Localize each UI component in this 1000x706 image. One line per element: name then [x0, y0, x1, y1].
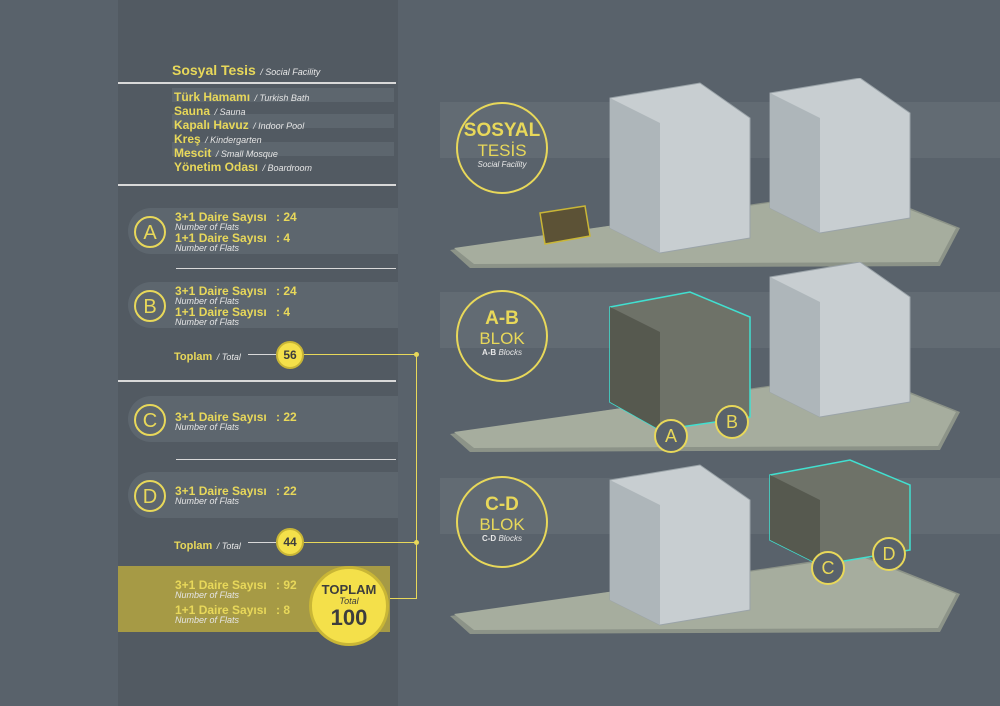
facility-item: Sauna / Sauna — [174, 104, 246, 118]
marker-b: B — [715, 405, 749, 439]
block-b-row1-label: 3+1 Daire Sayısı — [175, 284, 267, 298]
block-b-row1-sub: Number of Flats — [175, 296, 240, 306]
block-b-row2-value: : 4 — [276, 305, 291, 319]
block-b-row1-value: : 24 — [276, 284, 297, 298]
marker-c: C — [811, 551, 845, 585]
block-b-row2-label: 1+1 Daire Sayısı — [175, 305, 267, 319]
connector-vertical — [416, 354, 417, 598]
facility-row-bg — [172, 114, 394, 128]
subtotal-cd-value: 44 — [276, 528, 304, 556]
total-badge-sub: Total — [339, 596, 359, 606]
block-c-band — [128, 396, 398, 442]
total-row2-sub: Number of Flats — [175, 615, 240, 625]
site-render-ab — [450, 262, 960, 452]
block-d-band — [128, 472, 398, 518]
connector — [304, 542, 416, 543]
total-row1-label: 3+1 Daire Sayısı — [175, 578, 267, 592]
total-badge-title: TOPLAM — [321, 582, 377, 597]
connector — [386, 598, 417, 599]
block-c-row1-value: : 22 — [276, 410, 297, 424]
block-a-row2-label: 1+1 Daire Sayısı — [175, 231, 267, 245]
site-render-cd — [450, 459, 960, 634]
block-c-row1-label: 3+1 Daire Sayısı — [175, 410, 267, 424]
facility-item: Türk Hamamı / Turkish Bath — [174, 90, 310, 104]
block-a-row2-sub: Number of Flats — [175, 243, 240, 253]
block-a-row2-value: : 4 — [276, 231, 291, 245]
total-row1-value: : 92 — [276, 578, 297, 592]
marker-d: D — [872, 537, 906, 571]
block-b-row2-sub: Number of Flats — [175, 317, 240, 327]
panel-cd-circle: C-D BLOK C-D Blocks — [456, 476, 548, 568]
block-b-band — [128, 282, 398, 328]
block-a-row1-sub: Number of Flats — [175, 222, 240, 232]
total-row2-label: 1+1 Daire Sayısı — [175, 603, 267, 617]
block-a-band — [128, 208, 398, 254]
facility-item: Mescit / Small Mosque — [174, 146, 278, 160]
subtotal-ab-label: Toplam / Total — [174, 351, 241, 363]
total-row1-sub: Number of Flats — [175, 590, 240, 600]
panel-social-circle: SOSYAL TESİS Social Facility — [456, 102, 548, 194]
divider — [118, 184, 396, 186]
total-row2-value: : 8 — [276, 603, 291, 617]
facility-item: Yönetim Odası / Boardroom — [174, 160, 313, 174]
block-c-badge: C — [134, 404, 166, 436]
divider — [118, 82, 396, 84]
connector — [248, 542, 276, 543]
facility-row-bg — [172, 142, 394, 156]
facility-row-bg — [172, 88, 394, 102]
block-a-badge: A — [134, 216, 166, 248]
block-d-row1-value: : 22 — [276, 484, 297, 498]
divider — [118, 380, 396, 382]
block-d-row1-sub: Number of Flats — [175, 496, 240, 506]
divider — [176, 268, 396, 269]
block-d-row1-label: 3+1 Daire Sayısı — [175, 484, 267, 498]
facility-title: Sosyal Tesis / Social Facility — [172, 62, 321, 78]
panel-ab-circle: A-B BLOK A-B Blocks — [456, 290, 548, 382]
block-b-badge: B — [134, 290, 166, 322]
connector — [248, 354, 276, 355]
connector — [304, 354, 416, 355]
divider — [176, 459, 396, 460]
total-badge: TOPLAM Total 100 — [309, 566, 389, 646]
site-render-social — [450, 78, 960, 268]
subtotal-ab-value: 56 — [276, 341, 304, 369]
marker-a: A — [654, 419, 688, 453]
facility-item: Kreş / Kindergarten — [174, 132, 262, 146]
total-badge-value: 100 — [330, 605, 368, 630]
block-d-badge: D — [134, 480, 166, 512]
subtotal-cd-label: Toplam / Total — [174, 540, 241, 552]
facility-item: Kapalı Havuz / Indoor Pool — [174, 118, 305, 132]
block-c-row1-sub: Number of Flats — [175, 422, 240, 432]
block-a-row1-label: 3+1 Daire Sayısı — [175, 210, 267, 224]
block-a-row1-value: : 24 — [276, 210, 297, 224]
